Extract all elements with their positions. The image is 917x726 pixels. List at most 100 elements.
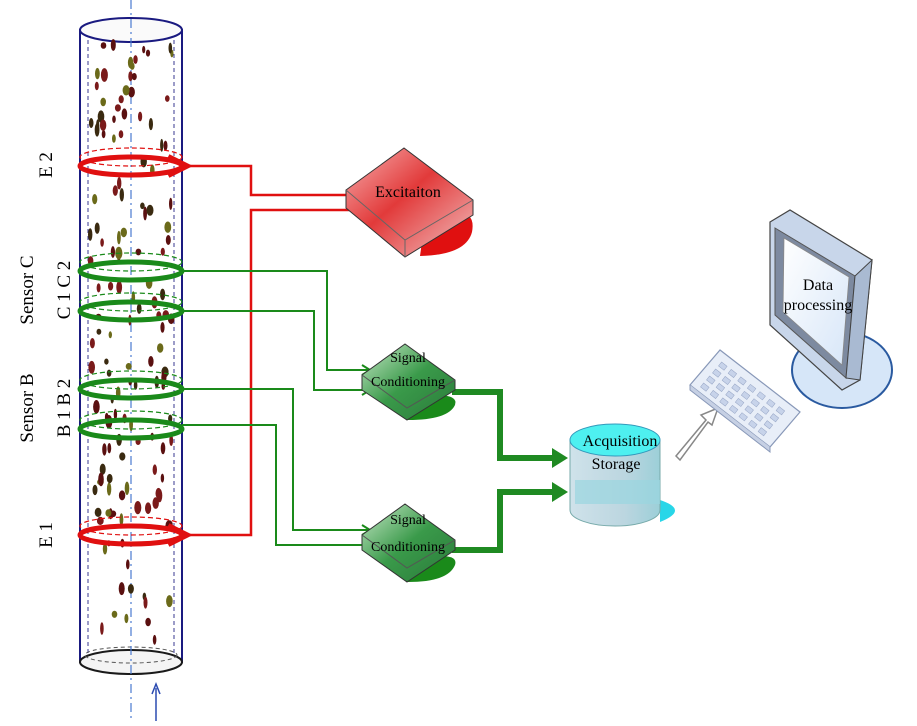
excitation-label: Excitaiton [375,184,441,201]
particle [120,227,128,238]
particle [160,247,165,256]
keyboard-key [754,412,764,422]
keyboard-key [766,398,776,408]
particle [93,400,100,414]
particle [116,280,123,294]
label-b1-b2: B 1 B 2 [54,379,75,438]
signal-conditioning-bottom-block: Signal Conditioning [361,503,456,583]
particle [146,204,154,216]
keyboard-key [727,369,738,378]
transfer-arrow [674,406,720,462]
label-sensor-b: Sensor B [17,373,38,442]
keyboard-key [737,376,747,386]
particle [160,138,164,152]
signal-conditioning-bottom-line1: Signal [390,513,426,528]
particle [94,222,100,234]
particle [157,343,164,353]
keyboard-key [760,405,770,415]
particle [169,197,173,210]
particle [165,235,171,245]
particle [112,115,116,123]
keyboard-key [719,397,729,407]
label-e1: E 1 [36,522,57,548]
particle [127,56,134,69]
particle [164,221,172,233]
particle [124,613,129,624]
particle [92,194,98,205]
acquisition-storage-cylinder: Acquisition Storage [569,423,675,527]
particle [128,86,135,98]
particle [152,497,159,509]
particle [125,363,132,370]
keyboard-key [715,383,726,392]
particle [160,322,165,333]
computer-monitor: Data processing [769,209,893,409]
particle [100,68,108,82]
excitation-wire-to-e2 [186,166,360,197]
particle [106,369,112,377]
particle [143,596,148,609]
particle [163,140,168,151]
particle [143,206,148,221]
particle [104,358,109,365]
keyboard-key [709,390,720,399]
particle [89,338,95,349]
particle [121,108,128,120]
keyboard-key [706,375,716,385]
particle [94,507,102,517]
processing-label: processing [784,297,852,314]
keyboard-key [748,419,758,429]
particle [114,104,121,112]
particle [135,248,142,256]
particle [142,45,146,54]
particle [122,85,130,96]
particle [118,582,125,596]
particle [94,81,99,91]
keyboard-keys [700,361,786,437]
signal-conditioning-top-line1: Signal [390,351,426,366]
particle [88,228,93,241]
keyboard-key [734,397,745,407]
particle [145,49,151,57]
particle [160,442,166,455]
keyboard-key [718,361,728,371]
keyboard-key [750,398,760,408]
particle [166,595,173,608]
signal-conditioning-bottom-line2: Conditioning [371,540,445,555]
particle [148,118,153,131]
particle [108,281,114,291]
particle [148,356,154,367]
keyboard-key [700,382,710,392]
particle [124,481,130,495]
particle [106,482,112,496]
particle [119,452,126,461]
particle [98,472,104,487]
particle [127,584,134,594]
particle [140,202,145,210]
particle [99,119,107,131]
signal-conditioning-top-block: Signal Conditioning [361,343,456,421]
particle [105,509,112,517]
particle [133,380,138,390]
data-links [452,389,555,553]
particle [160,288,166,301]
keyboard-key [769,413,780,423]
particle [96,283,101,293]
particle [88,360,95,374]
particle [131,73,137,81]
storage-shadow [660,500,675,522]
wire-b1-to-conditioning-bottom [182,424,368,546]
particle [92,484,98,496]
excitation-wires [186,166,360,535]
particle [107,443,112,454]
keyboard-key [763,420,774,430]
particle [118,130,124,139]
label-sensor-c: Sensor C [17,255,38,324]
flow-pipe [79,0,183,721]
particle [136,303,142,314]
particle [102,543,108,555]
particle [95,67,100,80]
flow-arrow-head [151,681,161,695]
particle [165,95,170,102]
